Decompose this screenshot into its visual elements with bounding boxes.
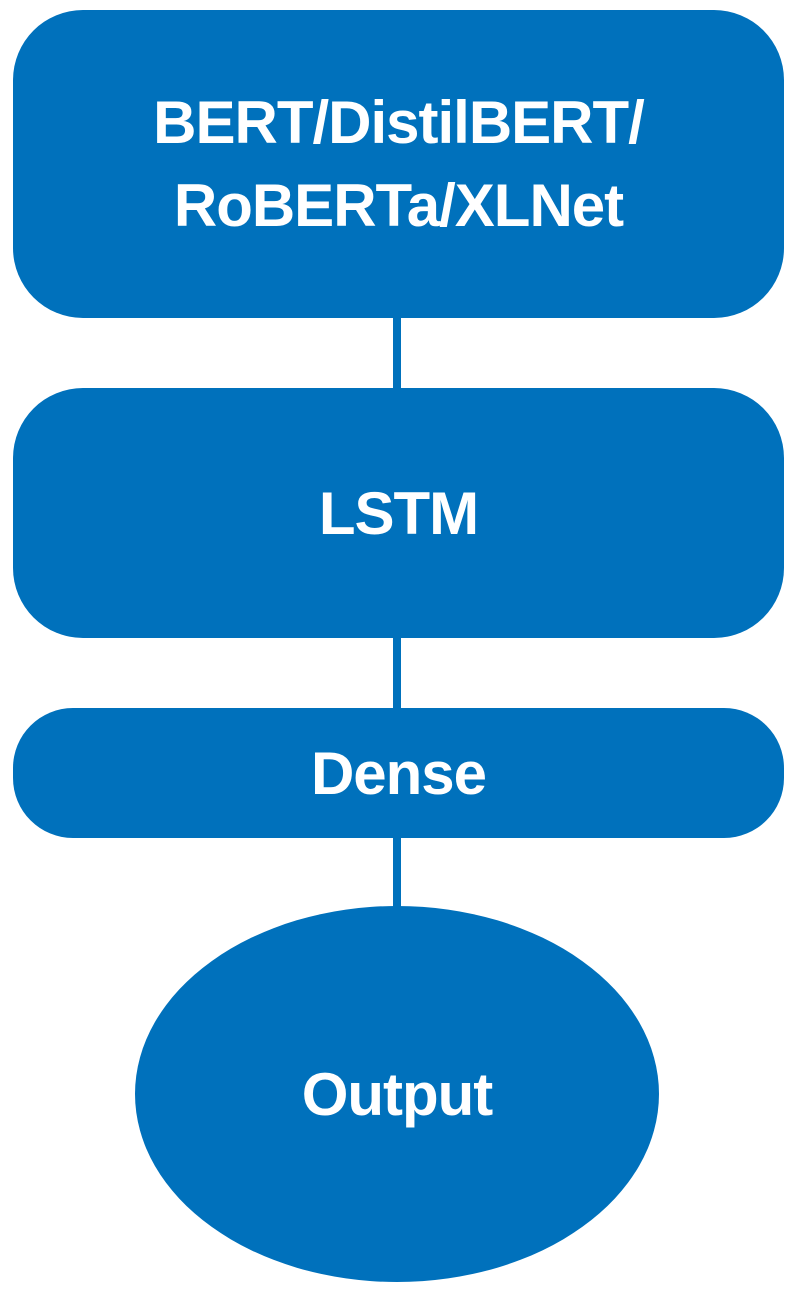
node-lstm-label: LSTM xyxy=(318,479,479,547)
node-dense-label: Dense xyxy=(310,739,487,807)
connector-lstm-to-dense xyxy=(393,638,401,708)
node-transformer-models-label-line1: BERT/DistilBERT/ xyxy=(153,89,645,156)
node-transformer-models-label-line2: RoBERTa/XLNet xyxy=(173,172,624,239)
node-transformer-models: BERT/DistilBERT/ RoBERTa/XLNet xyxy=(13,10,784,318)
node-output-label: Output xyxy=(301,1060,494,1128)
node-lstm: LSTM xyxy=(13,388,784,638)
connector-dense-to-output xyxy=(393,838,401,908)
connector-models-to-lstm xyxy=(393,318,401,388)
node-output: Output xyxy=(135,906,659,1282)
node-dense: Dense xyxy=(13,708,784,838)
